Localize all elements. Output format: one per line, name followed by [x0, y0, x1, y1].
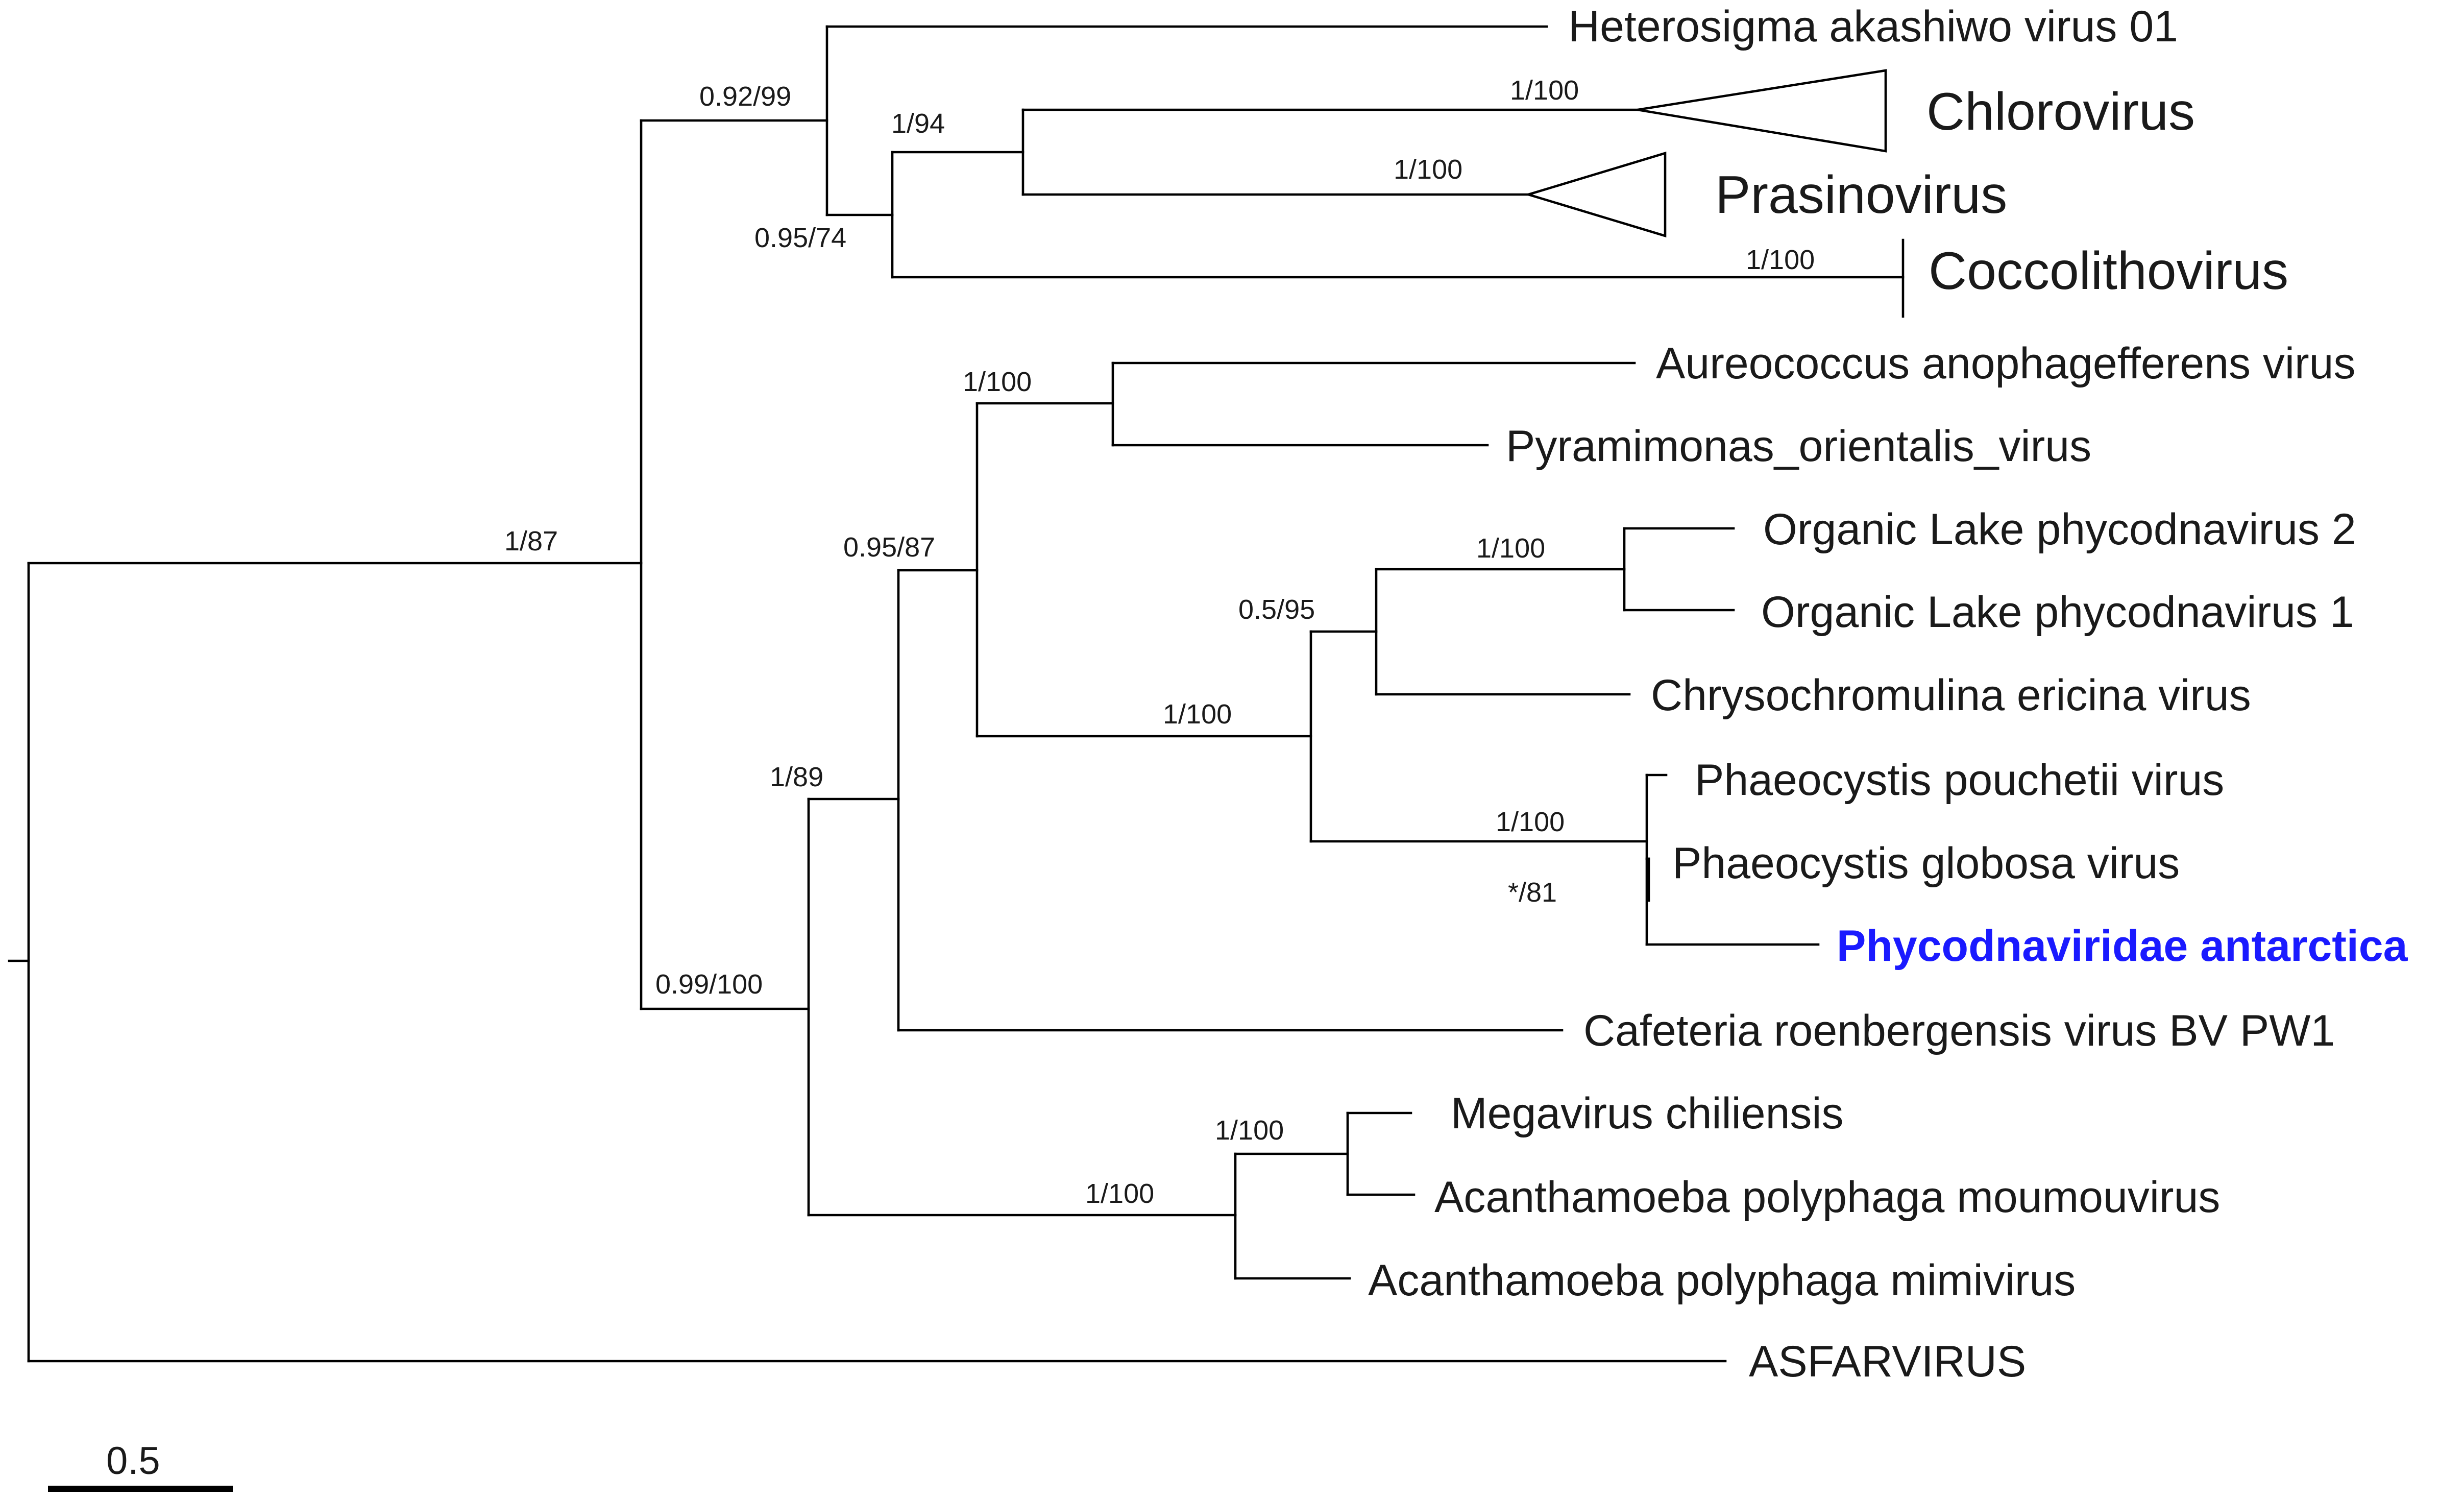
support-prasinovirus: 1/100	[1394, 154, 1462, 185]
tip-label-prasinovirus: Prasinovirus	[1715, 165, 2007, 225]
tip-label-pyramimonas: Pyramimonas_orientalis_virus	[1506, 422, 2091, 471]
tip-label-olpv2: Organic Lake phycodnavirus 2	[1763, 505, 2356, 554]
support-olpv-chryso: 0.5/95	[1238, 594, 1315, 625]
tip-label-pouchetii: Phaeocystis pouchetii virus	[1695, 756, 2224, 805]
support-mimiviridae: 1/100	[1085, 1178, 1154, 1209]
support-phaeocystis: 1/100	[1496, 807, 1565, 837]
tip-label-antarctica: Phycodnaviridae antarctica	[1837, 922, 2408, 971]
scale-bar: 0.5	[48, 1439, 233, 1492]
tip-label-cafeteria: Cafeteria roenbergensis virus BV PW1	[1583, 1006, 2335, 1055]
support-mega-moumou: 1/100	[1215, 1115, 1284, 1146]
tip-labels: Heterosigma akashiwo virus 01 Chloroviru…	[1368, 2, 2408, 1386]
tip-label-chlorovirus: Chlorovirus	[1926, 82, 2195, 141]
chlorovirus-collapsed-triangle	[1637, 69, 1887, 153]
tip-label-asfarvirus: ASFARVIRUS	[1749, 1337, 2026, 1386]
support-lower-clade: 0.99/100	[655, 969, 763, 1000]
tip-label-aureococcus: Aureococcus anophagefferens virus	[1656, 339, 2356, 388]
support-phyco-clade: 1/89	[770, 762, 823, 792]
support-aureo-pyra-group: 0.95/87	[843, 532, 935, 563]
support-coccolithovirus: 1/100	[1746, 245, 1815, 275]
support-upper-clade: 0.92/99	[699, 81, 791, 112]
tip-label-chrysochromulina: Chrysochromulina ericina virus	[1651, 671, 2251, 720]
tip-label-olpv1: Organic Lake phycodnavirus 1	[1761, 588, 2354, 637]
tip-label-coccolithovirus: Coccolithovirus	[1929, 241, 2288, 301]
support-globosa-antarctica: */81	[1508, 877, 1557, 908]
support-prasino-chloro: 1/94	[891, 108, 945, 139]
support-olpv: 1/100	[1476, 533, 1545, 564]
support-olpv-phaeo-group: 1/100	[1163, 699, 1232, 730]
support-aureo-pyra: 1/100	[963, 367, 1032, 397]
tree-branches	[8, 25, 1905, 1363]
support-root-ingroup: 1/87	[504, 526, 558, 556]
tip-label-megavirus: Megavirus chiliensis	[1451, 1089, 1844, 1138]
support-prasino-chloro-cocco: 0.95/74	[754, 223, 846, 253]
support-labels: 1/87 0.92/99 0.95/74 1/94 1/100 1/100 1/…	[504, 75, 1815, 1209]
tip-label-globosa: Phaeocystis globosa virus	[1672, 839, 2180, 888]
tip-label-heterosigma: Heterosigma akashiwo virus 01	[1568, 2, 2178, 51]
support-chlorovirus: 1/100	[1510, 75, 1579, 106]
tip-label-mimivirus: Acanthamoeba polyphaga mimivirus	[1368, 1256, 2076, 1305]
prasinovirus-collapsed-triangle	[1524, 151, 1667, 238]
tip-label-moumouvirus: Acanthamoeba polyphaga moumouvirus	[1434, 1173, 2220, 1222]
scale-bar-label: 0.5	[106, 1439, 160, 1483]
